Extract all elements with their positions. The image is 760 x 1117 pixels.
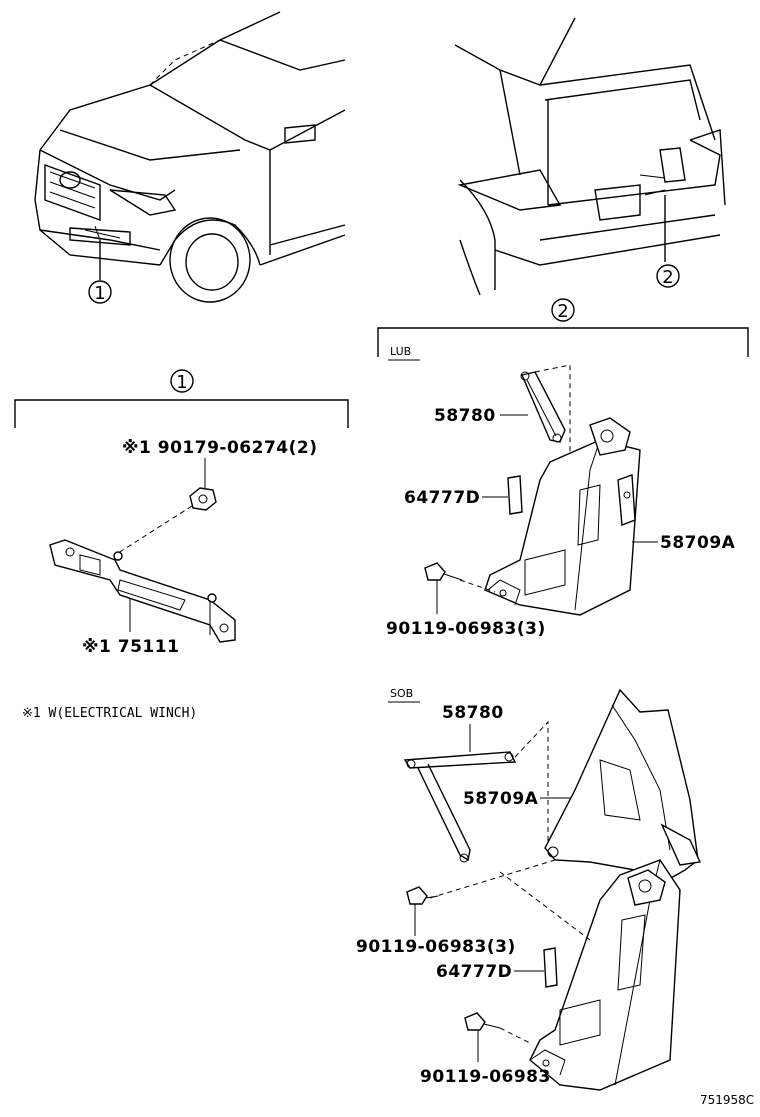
part-label-90179-06274: ※1 90179-06274(2): [122, 438, 317, 458]
callout-1-front: 1: [88, 280, 112, 304]
figure-id: 751958C: [700, 1093, 754, 1107]
footnote-electrical-winch: ※1 W(ELECTRICAL WINCH): [22, 706, 197, 721]
nut-part: [189, 487, 217, 511]
part-label-75111: ※1 75111: [82, 637, 179, 657]
section-1-title: 1: [176, 372, 187, 393]
lub-tag: LUB: [390, 345, 411, 358]
lub-label-58780: 58780: [434, 406, 496, 426]
sob-label-58709A: 58709A: [463, 789, 539, 809]
sob-rod-58780: [403, 751, 517, 863]
sob-tag: SOB: [390, 687, 413, 700]
sob-label-90119-06983-3: 90119-06983(3): [356, 937, 516, 957]
sob-bracket-58709A: [529, 688, 702, 1091]
section-2-title: 2: [557, 301, 568, 322]
lub-panel: LUB 58780 64777D: [386, 345, 736, 639]
sob-bolt-2: [464, 1012, 501, 1031]
front-vehicle-illustration: [34, 11, 346, 303]
lub-rod-58780: [520, 371, 566, 443]
sob-pin-64777D: [543, 947, 558, 988]
section-1: 1 ※1 90179-06274(2) ※1 75111 ※1 W(ELECTR…: [14, 369, 349, 721]
callout-2-rear: 2: [656, 264, 680, 288]
rear-vehicle-illustration: [454, 17, 726, 296]
lub-bracket-58709A: [484, 417, 641, 616]
callout-1-label: 1: [94, 283, 105, 304]
bracket-75111: [49, 539, 236, 643]
callout-2-label: 2: [662, 267, 673, 288]
lub-pin-64777D: [507, 475, 523, 515]
sob-label-90119-06983: 90119-06983: [420, 1067, 551, 1087]
section-2: 2: [377, 298, 749, 357]
sob-bolt-1: [406, 886, 439, 905]
lub-bolt: [424, 562, 463, 581]
sob-label-58780: 58780: [442, 703, 504, 723]
sob-label-64777D: 64777D: [436, 962, 512, 982]
lub-label-90119-06983-3: 90119-06983(3): [386, 619, 546, 639]
sob-panel: SOB 58780 58709A: [356, 687, 702, 1091]
lub-label-64777D: 64777D: [404, 488, 480, 508]
lub-label-58709A: 58709A: [660, 533, 736, 553]
